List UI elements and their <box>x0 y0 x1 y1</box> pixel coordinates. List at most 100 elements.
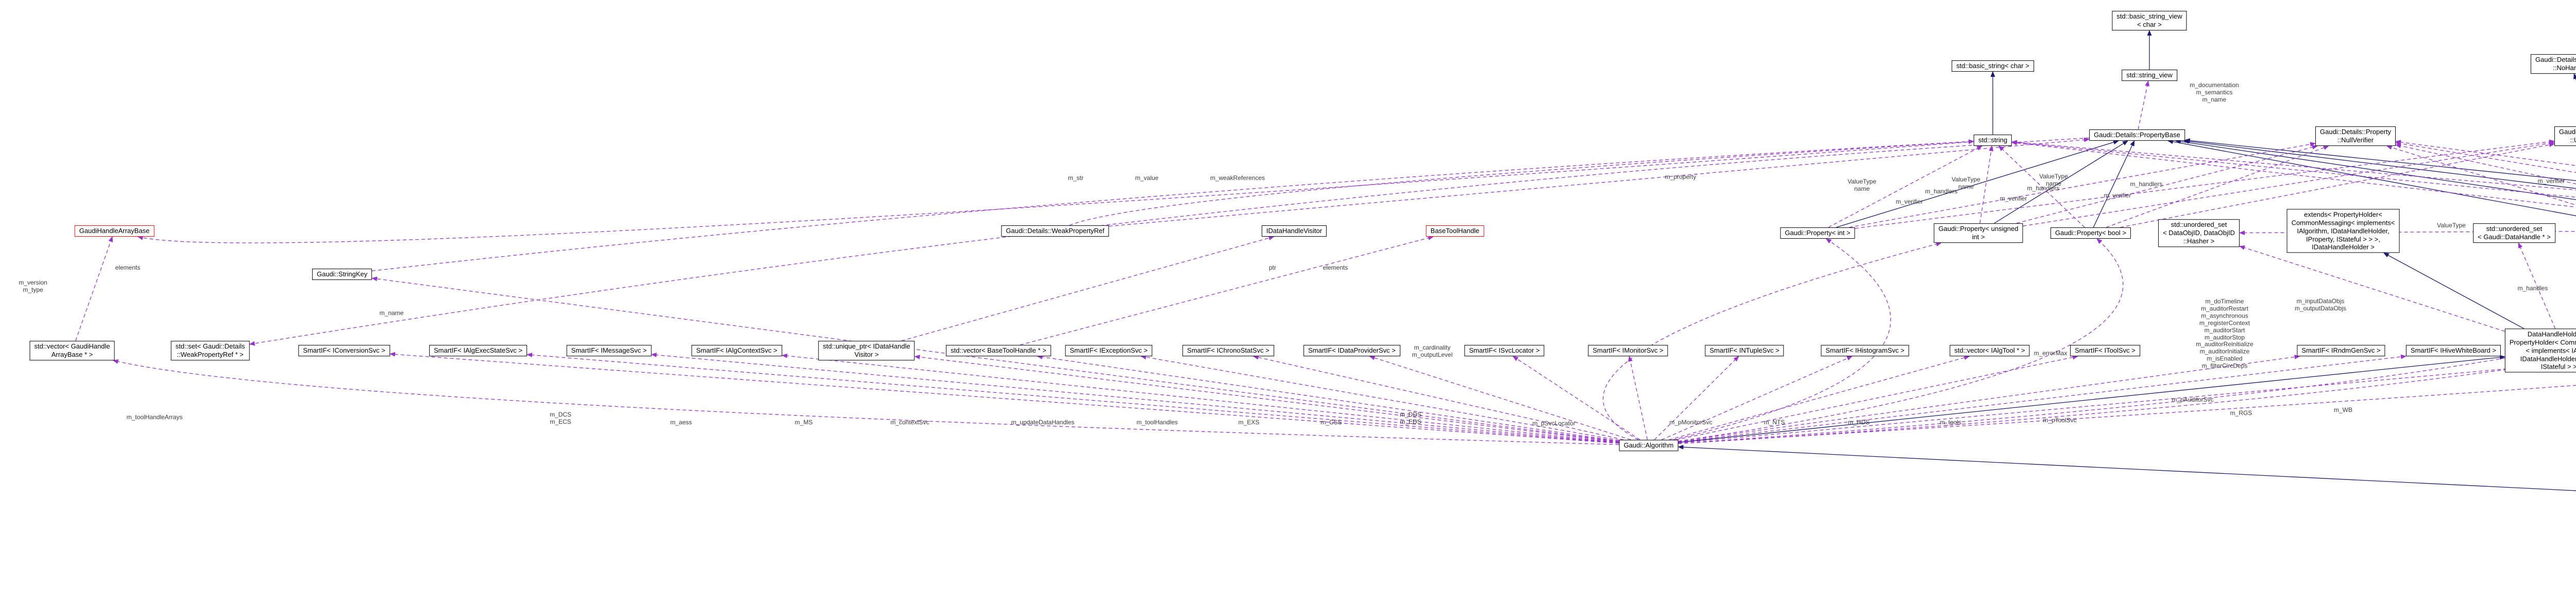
edge-dhhb-useth <box>2518 242 2556 329</box>
node-swb[interactable]: SmartIF< IHiveWhiteBoard > <box>2405 345 2501 356</box>
node-sntu[interactable]: SmartIF< INTupleSvc > <box>1705 345 1784 356</box>
node-sctx[interactable]: SmartIF< IAlgContextSvc > <box>691 345 782 356</box>
node-str[interactable]: std::string <box>1973 135 2012 146</box>
edge-galg-sdps <box>1369 355 1631 440</box>
node-sv[interactable]: std::string_view <box>2122 70 2177 81</box>
edge-pdoc-pbase <box>2167 139 2576 217</box>
edge-dhhb-usetd <box>2239 245 2505 332</box>
edge-galg-vbth <box>1037 354 1619 442</box>
edge-galg-pstr <box>1678 359 2576 444</box>
edge-galg-smon <box>1628 356 1648 440</box>
edge-pint-nver <box>1849 142 2316 228</box>
node-vbth[interactable]: std::vector< BaseToolHandle * > <box>946 345 1051 356</box>
edge-galg-uidhv <box>914 355 1619 442</box>
node-pint[interactable]: Gaudi::Property< int > <box>1780 227 1855 239</box>
edge-puint-nver <box>2016 145 2318 224</box>
edge-pbase-sv <box>2138 80 2150 130</box>
edge-pint-str <box>1828 145 1983 228</box>
node-dhhb[interactable]: DataHandleHolderBase< PropertyHolder< Co… <box>2504 328 2576 373</box>
edge-galg-sntu <box>1654 356 1739 440</box>
edge-plong-nver <box>2395 140 2576 166</box>
edge-galg-sctx <box>782 353 1619 443</box>
edge-puint-uph <box>2023 141 2555 227</box>
node-smsg[interactable]: SmartIF< IMessageSvc > <box>566 345 652 356</box>
edge-galg-saud <box>1678 362 2576 443</box>
edge-wpr-str <box>1069 139 1974 226</box>
node-uidhv[interactable]: std::unique_ptr< IDataHandle Visitor > <box>818 341 915 360</box>
edge-dhhb-ext <box>2383 252 2524 329</box>
edge-pint-pbase <box>1836 140 2120 228</box>
edge-vghab-ghab <box>75 236 113 341</box>
edge-lega-galg <box>1677 444 2576 491</box>
edge-galg-schr <box>1252 355 1624 440</box>
edge-pint-uph <box>1855 139 2555 229</box>
edge-pstr-pbase <box>2183 139 2576 189</box>
edge-galg-swb <box>1678 354 2406 442</box>
node-smon[interactable]: SmartIF< IMonitorSvc > <box>1588 345 1668 356</box>
edge-galg-sconv <box>389 352 1619 444</box>
edge-galg-puint <box>1602 242 1942 440</box>
edge-galg-sloc <box>1512 356 1640 440</box>
edge-uph-noh <box>2573 73 2576 81</box>
edge-puint-str <box>1979 145 1994 224</box>
edge-puint-pbase <box>1994 140 2129 224</box>
edge-galg-stool <box>1675 355 2079 440</box>
node-stool[interactable]: SmartIF< IToolSvc > <box>2070 345 2140 356</box>
edge-galg-vtool <box>1669 355 1970 440</box>
node-bth[interactable]: BaseToolHandle <box>1426 225 1484 237</box>
node-skey[interactable]: Gaudi::StringKey <box>312 269 372 280</box>
edge-galg-dhhb <box>1678 355 2505 443</box>
node-saess[interactable]: SmartIF< IAlgExecStateSvc > <box>429 345 527 356</box>
node-galg[interactable]: Gaudi::Algorithm <box>1619 440 1679 451</box>
node-sconv[interactable]: SmartIF< IConversionSvc > <box>298 345 390 356</box>
edge-galg-sexc <box>1140 355 1619 441</box>
edge-uidhv-idhv <box>901 236 1275 341</box>
node-usetd[interactable]: std::unordered_set < DataObjID, DataObjI… <box>2158 219 2240 247</box>
node-idhv[interactable]: IDataHandleVisitor <box>1261 225 1327 237</box>
edge-galg-srndm <box>1678 354 2300 442</box>
node-shis[interactable]: SmartIF< IHistogramSvc > <box>1821 345 1909 356</box>
node-ext[interactable]: extends< PropertyHolder< CommonMessaging… <box>2286 209 2400 253</box>
node-swpr[interactable]: std::set< Gaudi::Details ::WeakPropertyR… <box>171 341 250 360</box>
edge-plong-str <box>2011 140 2576 191</box>
node-ghab[interactable]: GaudiHandleArrayBase <box>74 225 155 237</box>
edge-galg-pbool <box>1678 238 2124 442</box>
edge-pbool-nver <box>2106 145 2329 228</box>
node-srndm[interactable]: SmartIF< IRndmGenSvc > <box>2297 345 2385 356</box>
edge-pbool-str <box>1998 145 2085 228</box>
edge-pbool-pbase <box>2093 140 2135 228</box>
node-nver[interactable]: Gaudi::Details::Property ::NullVerifier <box>2315 126 2396 146</box>
node-vghab[interactable]: std::vector< GaudiHandle ArrayBase * > <box>29 341 115 360</box>
edge-pvs-pbase <box>2175 139 2576 200</box>
edge-pdoc-nver <box>2386 145 2576 206</box>
edge-galg-skey <box>371 276 1619 442</box>
node-useth[interactable]: std::unordered_set < Gaudi::DataHandle *… <box>2473 223 2555 243</box>
edge-wpr-pbase <box>1109 137 2090 227</box>
edge-galg-saess <box>527 353 1619 443</box>
node-bsv[interactable]: std::basic_string_view < char > <box>2112 11 2187 30</box>
edge-pvs-str <box>2011 140 2576 208</box>
node-noh[interactable]: Gaudi::Details::Property ::NoHandler <box>2530 54 2576 74</box>
edge-vbth-bth <box>1020 236 1434 345</box>
edge-galg-vghab <box>112 359 1619 445</box>
edge-skey-str <box>371 139 1974 272</box>
edge-galg-pint <box>1672 238 1891 440</box>
edge-galg-smsg <box>651 352 1619 443</box>
node-bs[interactable]: std::basic_string< char > <box>1952 60 2034 72</box>
node-schr[interactable]: SmartIF< IChronoStatSvc > <box>1182 345 1274 356</box>
node-sdps[interactable]: SmartIF< IDataProviderSvc > <box>1303 345 1400 356</box>
node-pbase[interactable]: Gaudi::Details::PropertyBase <box>2089 129 2185 141</box>
node-puint[interactable]: Gaudi::Property< unsigned int > <box>1934 223 2023 243</box>
node-uph[interactable]: Gaudi::Details::Property ::UpdateHandler <box>2554 126 2576 146</box>
edge-pbase-swpr <box>249 137 2090 346</box>
edge-galg-pvs <box>1678 344 2576 444</box>
node-vtool[interactable]: std::vector< IAlgTool * > <box>1950 345 2030 356</box>
node-wpr[interactable]: Gaudi::Details::WeakPropertyRef <box>1001 225 1109 237</box>
edge-galg-shis <box>1661 356 1853 440</box>
node-sexc[interactable]: SmartIF< IExceptionSvc > <box>1065 345 1153 356</box>
node-sloc[interactable]: SmartIF< ISvcLocator > <box>1464 345 1545 356</box>
edge-plong-pbase <box>2184 138 2576 181</box>
node-pbool[interactable]: Gaudi::Property< bool > <box>2050 227 2131 239</box>
